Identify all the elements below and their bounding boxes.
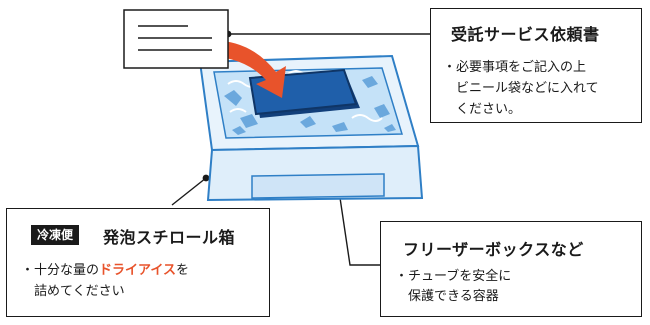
freezer-box-title: フリーザーボックスなど (403, 240, 584, 259)
styrofoam-box-line-2: 詰めてください (34, 284, 125, 299)
request-form-line-2: ビニール袋などに入れて (456, 81, 599, 96)
callout-request-form: 受託サービス依頼書 ・必要事項をご記入の上 ビニール袋などに入れて ください。 (430, 8, 642, 123)
freezer-box-line-1: ・チューブを安全に (395, 269, 512, 284)
dry-ice-highlight: ドライアイス (99, 263, 176, 278)
request-form-icon (123, 9, 229, 69)
frozen-delivery-badge: 冷凍便 (31, 225, 80, 245)
request-form-line-1: ・必要事項をご記入の上 (443, 60, 587, 75)
styrofoam-line-1-suffix: を (175, 263, 189, 278)
request-form-title: 受託サービス依頼書 (451, 25, 600, 44)
styrofoam-box-line-1: ・十分な量のドライアイスを (21, 260, 189, 281)
styrofoam-box (198, 54, 424, 202)
callout-freezer-box: フリーザーボックスなど ・チューブを安全に 保護できる容器 (380, 221, 642, 317)
freezer-box-line-2: 保護できる容器 (408, 289, 499, 304)
callout-styrofoam-box: 冷凍便 発泡スチロール箱 ・十分な量のドライアイスを 詰めてください (6, 208, 270, 317)
styrofoam-box-title: 発泡スチロール箱 (103, 228, 236, 247)
connector-styrofoam-box (171, 177, 207, 206)
styrofoam-line-1-prefix: ・十分な量の (21, 263, 100, 278)
request-form-line-3: ください。 (456, 102, 522, 117)
